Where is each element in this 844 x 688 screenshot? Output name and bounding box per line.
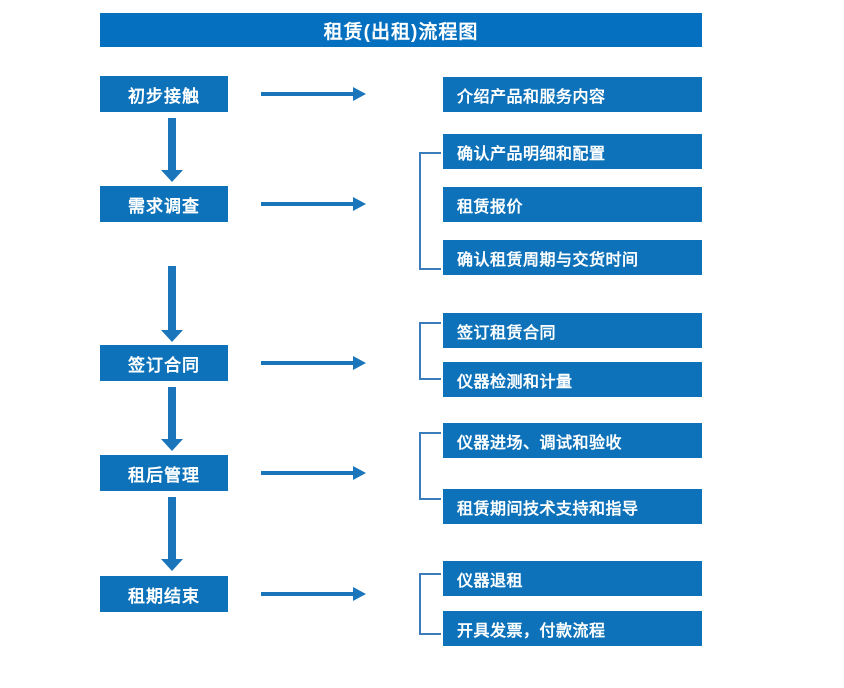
horizontal-arrow-2 [261, 197, 366, 211]
horizontal-arrow-5 [261, 587, 366, 601]
detail-box-8[interactable]: 租赁期间技术支持和指导 [443, 489, 702, 524]
vertical-arrow-4 [158, 497, 186, 571]
arrow-shaft [168, 387, 176, 439]
arrow-head [161, 330, 183, 342]
arrow-head [353, 587, 366, 601]
arrow-head [161, 439, 183, 451]
group-bracket-management [419, 432, 441, 500]
arrow-head [353, 197, 366, 211]
detail-box-6[interactable]: 仪器检测和计量 [443, 362, 702, 397]
stage-box-5[interactable]: 租期结束 [100, 576, 228, 612]
arrow-head [353, 356, 366, 370]
detail-box-7[interactable]: 仪器进场、调试和验收 [443, 423, 702, 458]
arrow-head [353, 466, 366, 480]
detail-box-5[interactable]: 签订租赁合同 [443, 313, 702, 348]
vertical-arrow-1 [158, 118, 186, 182]
horizontal-arrow-3 [261, 356, 366, 370]
vertical-arrow-2 [158, 266, 186, 342]
arrow-shaft [261, 92, 353, 96]
arrow-shaft [261, 361, 353, 365]
stage-box-1[interactable]: 初步接触 [100, 76, 228, 112]
arrow-shaft [261, 592, 353, 596]
detail-box-3[interactable]: 租赁报价 [443, 187, 702, 222]
horizontal-arrow-4 [261, 466, 366, 480]
detail-box-9[interactable]: 仪器退租 [443, 561, 702, 596]
vertical-arrow-3 [158, 387, 186, 451]
detail-box-1[interactable]: 介绍产品和服务内容 [443, 77, 702, 112]
stage-box-2[interactable]: 需求调查 [100, 186, 228, 222]
arrow-shaft [168, 497, 176, 559]
arrow-shaft [261, 471, 353, 475]
arrow-shaft [168, 266, 176, 330]
group-bracket-end [419, 573, 441, 635]
stage-box-3[interactable]: 签订合同 [100, 345, 228, 381]
group-bracket-requirement [419, 152, 441, 270]
detail-box-4[interactable]: 确认租赁周期与交货时间 [443, 240, 702, 275]
stage-box-4[interactable]: 租后管理 [100, 455, 228, 491]
detail-box-2[interactable]: 确认产品明细和配置 [443, 134, 702, 169]
arrow-head [353, 87, 366, 101]
arrow-shaft [168, 118, 176, 170]
detail-box-10[interactable]: 开具发票，付款流程 [443, 611, 702, 646]
arrow-head [161, 559, 183, 571]
chart-title: 租赁(出租)流程图 [100, 13, 702, 47]
horizontal-arrow-1 [261, 87, 366, 101]
arrow-shaft [261, 202, 353, 206]
group-bracket-contract [419, 322, 441, 380]
arrow-head [161, 170, 183, 182]
